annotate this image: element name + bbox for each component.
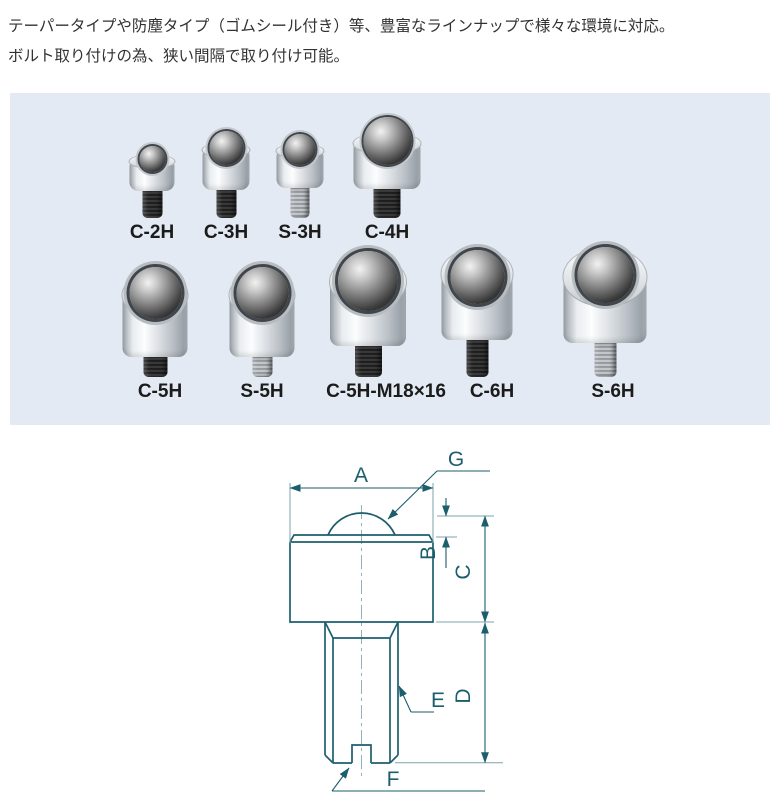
ball-transfer-ball [577,247,633,303]
dim-label-e: E [431,689,445,712]
dim-label-b: B [417,546,440,560]
threaded-stud [216,190,236,218]
leader-g [387,470,438,520]
threaded-stud [373,189,401,218]
intro-line-2: ボルト取り付けの為、狭い間隔で取り付け可能。 [8,48,350,65]
product-label: C-5H-M18×16 [326,381,446,402]
product-panel: C-2H C-3H S-3H C-4H C-5H [10,93,770,425]
threaded-stud [466,340,488,377]
ball-arc [327,512,396,536]
ball-transfer-ball [139,146,165,172]
product-c-6h: C-6H [440,248,514,402]
stud-outline [324,621,399,764]
dim-label-d: D [452,688,475,703]
product-c-5h: C-5H [121,267,189,402]
product-c-5h-m18x16: C-5H-M18×16 [326,251,446,402]
ball-transfer-ball [363,117,411,165]
product-c-2h: C-2H [128,146,176,243]
threaded-stud [252,357,272,377]
slot-outline [351,744,372,763]
product-label: C-5H [137,381,183,402]
threaded-stud [354,346,382,377]
threaded-stud [143,357,167,377]
dim-label-c: C [452,564,475,579]
product-c-4h: C-4H [352,117,422,243]
threaded-stud [142,191,162,218]
leader-e [398,685,412,713]
dim-label-g: G [448,448,464,471]
product-label: C-6H [469,381,515,402]
product-c-3h: C-3H [201,131,251,243]
ball-transfer-ball [209,131,243,165]
intro-line-1: テーパータイプや防塵タイプ（ゴムシール付き）等、豊富なラインナップで様々な環境に… [8,18,675,35]
dimension-diagram: A B C D E F G [289,448,503,792]
ball-transfer-ball [284,134,316,165]
dim-label-a: A [354,464,368,487]
leader-f [331,767,350,792]
dim-label-f: F [387,768,400,791]
threaded-stud [290,188,310,218]
product-s-6h: S-6H [562,247,648,402]
product-label: S-6H [591,381,635,402]
ball-transfer-ball [236,267,288,319]
product-label: C-4H [364,222,410,243]
product-label: S-5H [240,381,284,402]
ball-transfer-ball [338,251,398,311]
product-s-5h: S-5H [228,267,296,402]
threaded-stud [594,343,616,377]
product-label: C-2H [129,222,175,243]
product-label: S-3H [278,222,322,243]
ball-transfer-ball [129,267,181,319]
ball-transfer-ball [450,250,504,304]
intro-text: テーパータイプや防塵タイプ（ゴムシール付き）等、豊富なラインナップで様々な環境に… [8,12,674,72]
product-s-3h: S-3H [275,134,325,243]
product-label: C-3H [203,222,249,243]
